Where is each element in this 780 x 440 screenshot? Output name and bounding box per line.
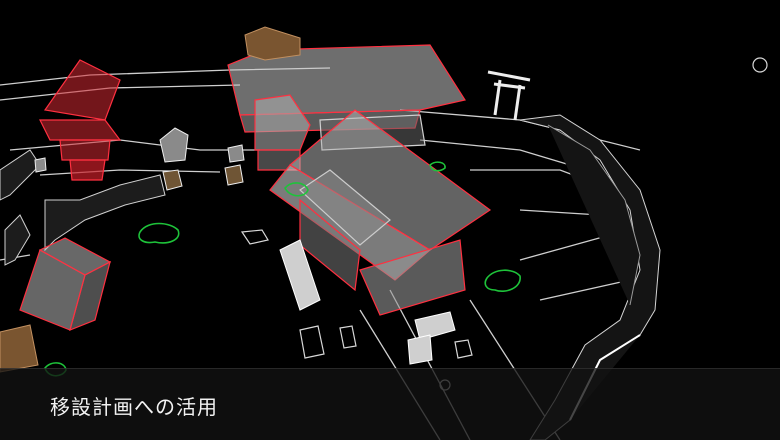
small-shrine-objects <box>34 127 245 191</box>
caption-bar: 移設計画への活用 <box>0 368 780 440</box>
relocated-building-2[interactable] <box>269 109 492 316</box>
wooden-structure-bottom <box>0 324 39 373</box>
caption-text: 移設計画への活用 <box>50 395 218 419</box>
left-boundary-wall <box>0 149 166 266</box>
relocated-building-3[interactable] <box>19 237 112 332</box>
relocated-building-1[interactable] <box>39 59 122 181</box>
staircase-center <box>279 239 456 365</box>
torii-gate <box>487 70 531 121</box>
tree-outline-icon <box>44 161 521 377</box>
wooden-structure-top <box>244 26 301 61</box>
